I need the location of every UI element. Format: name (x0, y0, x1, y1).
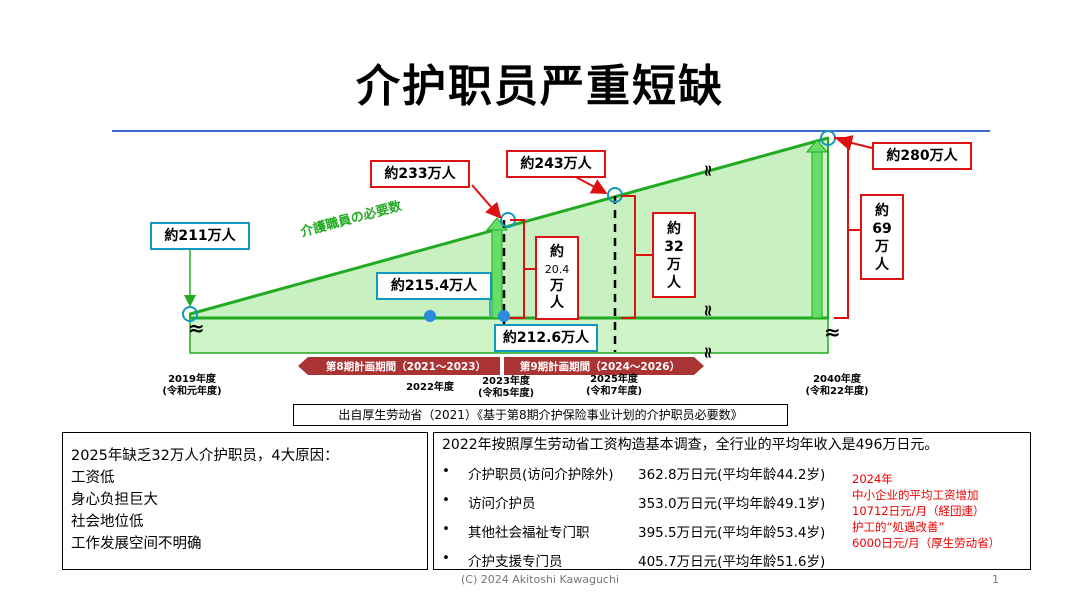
year-2023-label: 2023年度 (482, 376, 530, 387)
note-line: 6000日元/月（厚生劳动省） (852, 536, 1001, 550)
callout-2019: 約211万人 (150, 222, 250, 250)
gap-2023-line3: 万 (550, 278, 564, 294)
year-2019-era: (令和元年度) (162, 386, 222, 397)
note-line: 10712日元/月（経団連） (852, 504, 985, 518)
period-9-label: 第9期計画期間（2024～2026） (519, 361, 681, 373)
svg-text:≈: ≈ (699, 304, 718, 317)
salary-row-name: 介护支援专门员 (468, 554, 563, 570)
gap-2040-line4: 人 (875, 257, 889, 273)
gap-2023: 約 20.4 万 人 (535, 236, 579, 320)
callout-2025: 約243万人 (506, 150, 606, 178)
reason-item: 身心负担巨大 (71, 492, 158, 508)
salary-row-name: 其他社会福祉专门职 (468, 525, 590, 541)
salary-row-value: 353.0万日元(平均年龄49.1岁) (638, 496, 826, 512)
salary-row-name: 访问介护员 (468, 496, 536, 512)
period-8-label: 第8期計画期間（2021～2023） (325, 361, 487, 373)
gap-2025-line1: 約 (667, 221, 681, 237)
year-2022: 2022年度 (406, 382, 454, 393)
callout-2023: 約233万人 (370, 160, 470, 188)
year-2040: 2040年度 (令和22年度) (802, 374, 872, 398)
year-2025-label: 2025年度 (590, 374, 638, 385)
year-2040-era: (令和22年度) (805, 386, 869, 397)
salary-row-value: 395.5万日元(平均年龄53.4岁) (638, 525, 826, 541)
salary-row-value: 405.7万日元(平均年龄51.6岁) (638, 554, 826, 570)
salary-heading: 2022年按照厚生劳动省工资构造基本调查，全行业的平均年收入是496万日元。 (442, 437, 939, 453)
gap-2040-line1: 約 (875, 203, 889, 219)
note-line: 中小企业的平均工资增加 (852, 488, 979, 502)
gap-2023-line4: 人 (550, 295, 564, 311)
copyright-footer: (C) 2024 Akitoshi Kawaguchi (460, 573, 620, 586)
gap-2023-line1: 約 (550, 244, 564, 260)
gap-2025-line4: 人 (667, 275, 681, 291)
svg-text:≈: ≈ (824, 320, 841, 344)
salary-survey-box: 2022年按照厚生劳动省工资构造基本调查，全行业的平均年收入是496万日元。 •… (433, 432, 1031, 570)
svg-text:≈: ≈ (188, 316, 205, 340)
figure-source-caption: 出自厚生劳动省（2021）《基于第8期介护保险事业计划的介护职员必要数》 (293, 404, 788, 426)
salary-row-name: 介护职员(访问介护除外) (468, 467, 614, 483)
callout-2022-mid: 約215.4万人 (376, 272, 492, 300)
gap-2040-line3: 万 (875, 239, 889, 255)
bullet-icon: • (442, 521, 450, 537)
year-2019: 2019年度 (令和元年度) (160, 374, 224, 398)
gap-2040: 約 69 万 人 (860, 194, 904, 280)
gap-2040-line2: 69 (872, 221, 892, 237)
wage-increase-note: 2024年 中小企业的平均工资增加 10712日元/月（経団連） 护工的“処遇改… (852, 471, 1000, 551)
gap-2025-line2: 32 (664, 239, 684, 255)
svg-text:≈: ≈ (699, 346, 718, 359)
shortage-reasons-box: 2025年缺乏32万人介护职员，4大原因： 工资低 身心负担巨大 社会地位低 工… (62, 432, 428, 570)
care-staff-demand-figure: ≈ ≈ ≈ ≈ ≈ 介護職員の必要数 約211万人 約233万人 約243万人 … (112, 130, 990, 402)
year-2025-era: (令和7年度) (585, 386, 643, 397)
note-line: 护工的“処遇改善” (852, 520, 945, 534)
callout-2040: 約280万人 (872, 142, 972, 170)
gap-2023-line2: 20.4 (544, 263, 570, 276)
reason-item: 工作发展空间不明确 (71, 536, 202, 552)
year-2023: 2023年度 (令和5年度) (474, 376, 538, 400)
bullet-icon: • (442, 550, 450, 566)
gap-2025-line3: 万 (667, 257, 681, 273)
bullet-icon: • (442, 463, 450, 479)
gap-2025: 約 32 万 人 (652, 212, 696, 298)
year-2023-era: (令和5年度) (477, 388, 535, 399)
year-2019-label: 2019年度 (168, 374, 216, 385)
page-number: 1 (992, 573, 999, 586)
bullet-icon: • (442, 492, 450, 508)
salary-row-value: 362.8万日元(平均年龄44.2岁) (638, 467, 826, 483)
note-line: 2024年 (852, 472, 893, 486)
slide-title: 介护职员严重短缺 (356, 61, 724, 112)
reason-item: 工资低 (71, 470, 115, 486)
callout-2023-low: 約212.6万人 (494, 324, 598, 352)
svg-text:≈: ≈ (699, 164, 718, 177)
year-2040-label: 2040年度 (813, 374, 861, 385)
year-2025: 2025年度 (令和7年度) (582, 374, 646, 398)
reasons-heading: 2025年缺乏32万人介护职员，4大原因： (71, 448, 339, 464)
reason-item: 社会地位低 (71, 514, 144, 530)
